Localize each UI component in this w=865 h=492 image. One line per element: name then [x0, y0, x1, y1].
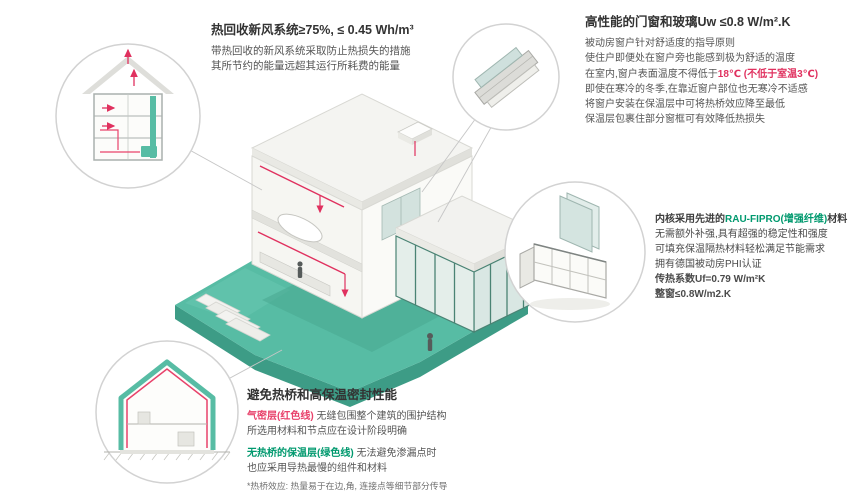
raufipro-highlight: RAU-FIPRO(增强纤维)	[725, 214, 828, 225]
uw-value: 整窗≤0.8W/m2.K	[655, 289, 732, 300]
thermal-body: 气密层(红色线) 无缝包围整个建筑的围护结构 所选用材料和节点应在设计阶段明确 …	[247, 409, 557, 492]
profile-circle	[504, 181, 646, 323]
supply-duct	[150, 96, 156, 158]
thermal-callout-text: 避免热桥和高保温密封性能 气密层(红色线) 无缝包围整个建筑的围护结构 所选用材…	[247, 387, 557, 492]
insulation-green-line	[118, 359, 216, 450]
profile-line1: 内核采用先进的RAU-FIPRO(增强纤维)材料	[655, 214, 848, 225]
airtight-line: 气密层(红色线) 无缝包围整个建筑的围护结构	[247, 411, 447, 422]
person-figure	[297, 261, 303, 278]
window-temp-highlight: 18℃ (不低于室温3℃)	[717, 68, 819, 80]
uf-value: 传热系数Uf=0.79 W/m²K	[655, 274, 766, 285]
insulation-label: 无热桥的保温层(绿色线)	[247, 447, 354, 459]
stairs	[195, 293, 271, 342]
windows-callout-text: 高性能的门窗和玻璃Uw ≤0.8 W/m².K 被动房窗户针对舒适度的指导原则 …	[585, 14, 862, 128]
airtight-label: 气密层(红色线)	[247, 411, 314, 422]
profile-callout-text: 内核采用先进的RAU-FIPRO(增强纤维)材料 无需额外补强,具有超强的稳定性…	[655, 212, 865, 302]
hrv-body: 带热回收的新风系统采取防止热损失的措施 其所节约的能量远超其运行所耗费的能量	[211, 45, 411, 72]
person-figure	[427, 333, 433, 351]
hrv-house-section-icon	[82, 48, 174, 161]
airtight-red-line	[126, 368, 208, 448]
insulation-line: 无热桥的保温层(绿色线) 无法避免渗漏点时	[247, 447, 437, 459]
hrv-callout-text: 热回收新风系统≥75%, ≤ 0.45 Wh/m³ 带热回收的新风系统采取防止热…	[211, 22, 473, 74]
windows-title: 高性能的门窗和玻璃Uw ≤0.8 W/m².K	[585, 15, 791, 29]
hrv-unit	[141, 146, 157, 157]
rooftop-hrv-unit	[397, 121, 433, 156]
window-corner-detail-icon	[474, 46, 540, 108]
thermal-envelope-section-icon	[103, 359, 231, 461]
thermal-footnote: *热桥效应: 热量易于在边,角, 连接点等细节部分传导	[247, 481, 448, 492]
thermal-title: 避免热桥和高保温密封性能	[247, 388, 398, 402]
windows-body: 被动房窗户针对舒适度的指导原则 使住户即便处在窗户旁也能感到极为舒适的温度 在室…	[585, 36, 862, 128]
window-profile-icon	[519, 192, 610, 310]
bathtub	[277, 213, 323, 243]
windows-line3: 在室内,窗户表面温度不得低于18℃ (不低于室温3℃)	[585, 68, 819, 80]
hrv-title: 热回收新风系统≥75%, ≤ 0.45 Wh/m³	[211, 23, 414, 37]
cutaway-interior	[251, 155, 363, 319]
